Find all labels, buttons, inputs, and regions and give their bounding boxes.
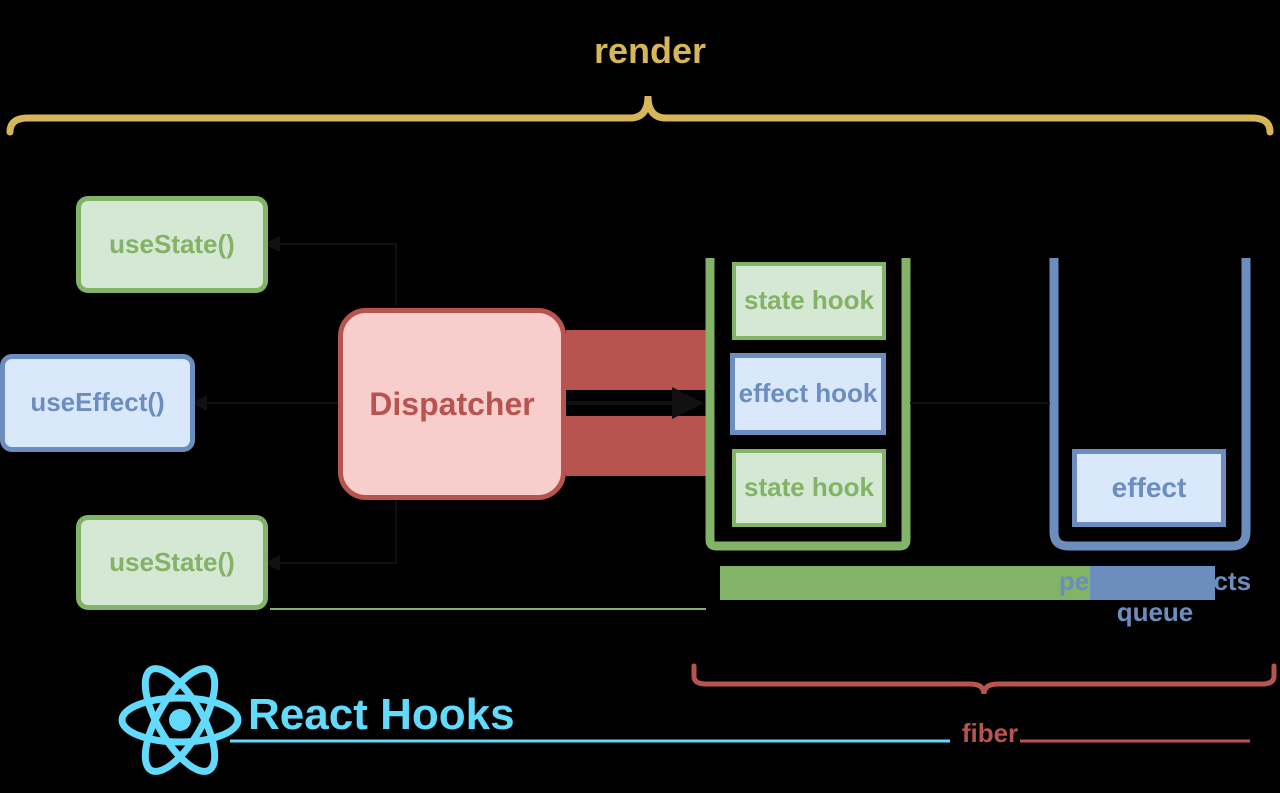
react-logo-icon: [118, 665, 242, 775]
use-effect-box: useEffect(): [0, 354, 195, 452]
render-label: render: [593, 30, 707, 71]
dispatcher-box: Dispatcher: [338, 308, 566, 500]
pending-effects-queue-label: pending effects queue: [1058, 566, 1252, 628]
fiber-label: fiber: [961, 718, 1019, 748]
memoized-state-queue-label: memoized state queue: [760, 566, 1040, 596]
render-bracket: [6, 95, 1274, 136]
connector-usestate-bottom: [264, 500, 397, 571]
brand-title: React Hooks: [248, 690, 515, 739]
dispatcher-link-band-bottom: [566, 416, 706, 476]
dispatcher-link-band-top: [566, 330, 706, 390]
pending-effects-queue-container: [1049, 258, 1251, 551]
pending-queue-label-band: [1090, 566, 1215, 600]
fiber-bracket: [691, 663, 1277, 695]
memoized-queue-label-band: [720, 566, 1090, 600]
memoized-state-queue-container: [705, 258, 911, 551]
effect-hook: effect hook: [730, 353, 886, 435]
effect-item: effect: [1072, 449, 1226, 527]
state-hook-1: state hook: [732, 262, 886, 340]
use-state-top-box: useState(): [76, 196, 268, 293]
connector-usestate-top: [264, 236, 397, 305]
state-hook-2: state hook: [732, 449, 886, 527]
use-state-bottom-box: useState(): [76, 515, 268, 610]
